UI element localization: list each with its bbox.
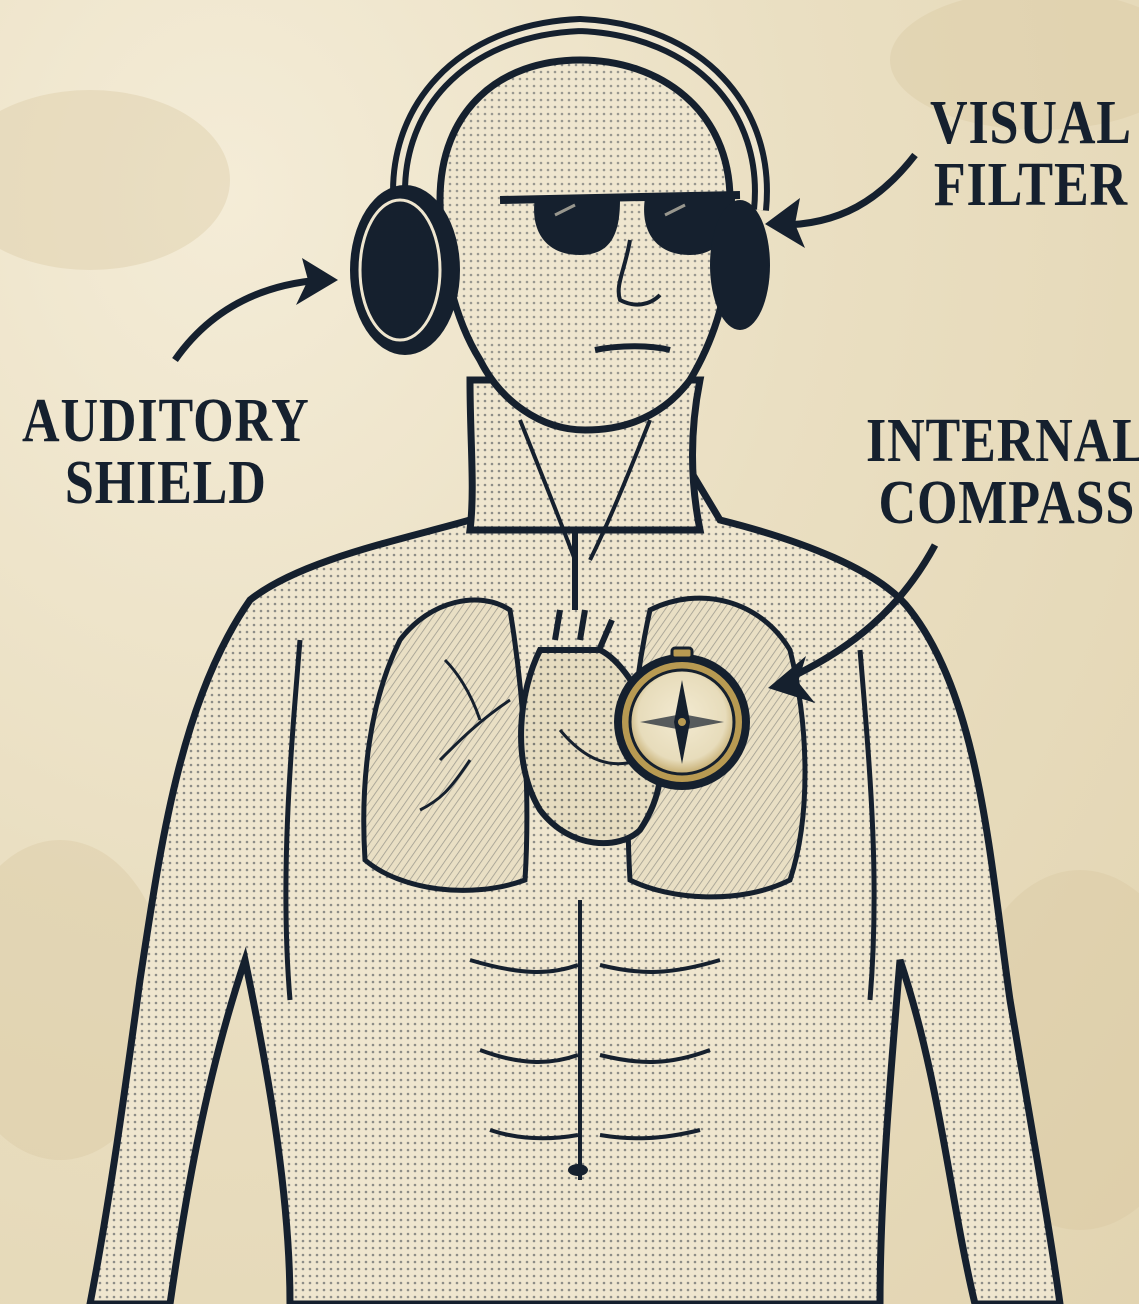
label-auditory-shield-line2: SHIELD [22,452,310,514]
label-auditory-shield-line1: AUDITORY [22,390,310,452]
label-visual-filter: VISUAL FILTER [930,92,1132,216]
label-internal-compass-line1: INTERNAL [866,410,1139,472]
label-auditory-shield: AUDITORY SHIELD [22,390,310,514]
arrow-auditory-shield [175,258,338,360]
label-internal-compass-line2: COMPASS [866,472,1139,534]
label-visual-filter-line1: VISUAL [930,92,1132,154]
arrow-visual-filter [765,155,915,248]
label-internal-compass: INTERNAL COMPASS [866,410,1139,534]
label-visual-filter-line2: FILTER [930,154,1132,216]
